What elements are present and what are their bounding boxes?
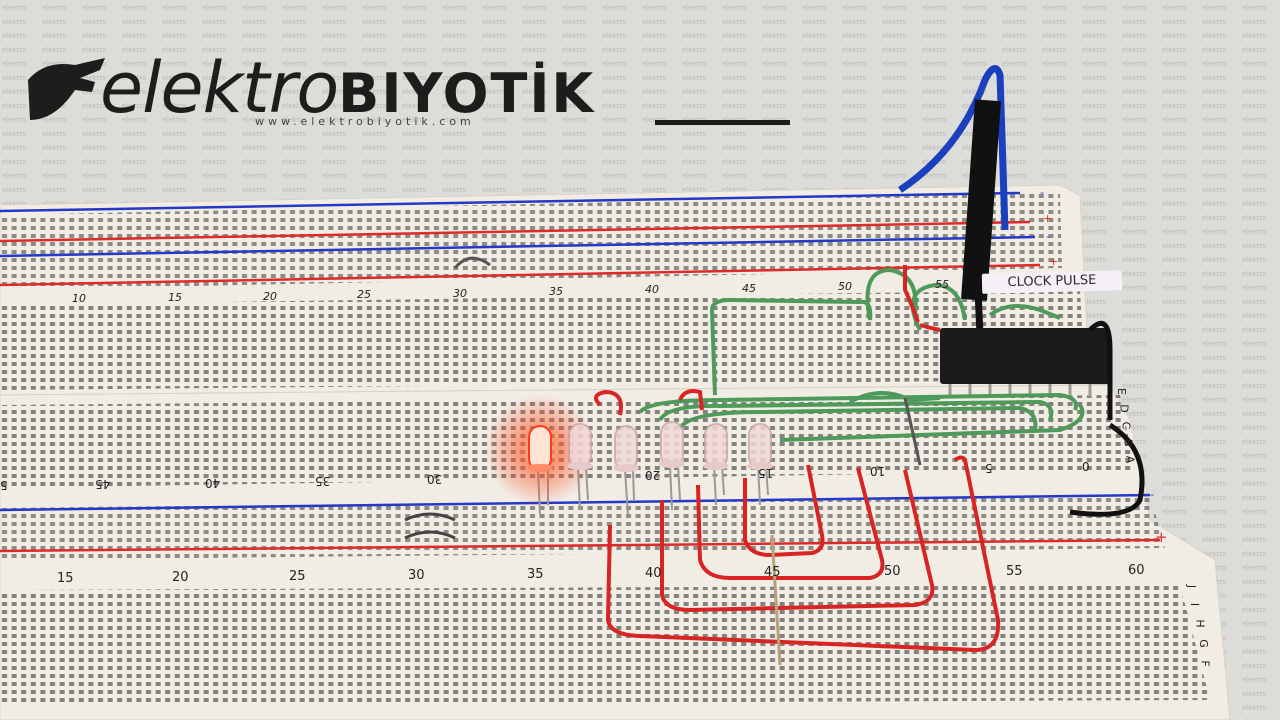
clock-pulse-label: CLOCK PULSE (981, 270, 1123, 294)
jumper-bottom-30b (404, 530, 456, 540)
mid-col-num: 30 (427, 472, 443, 486)
row-letter: B (1121, 438, 1135, 447)
jumper-bottom-30a (404, 512, 456, 522)
logo-text-bold: BIYOTİK (338, 62, 596, 125)
probe-tip (974, 289, 984, 336)
top-col-num: 20 (263, 290, 277, 303)
mid-col-num: 0 (1082, 459, 1090, 473)
bottom-col-num: 25 (289, 569, 306, 584)
top-col-num: 15 (168, 291, 182, 304)
resistor-lead-2 (903, 397, 922, 466)
green-wires (638, 267, 1085, 442)
mid-col-num: 35 (315, 474, 331, 488)
blue-probe-wire (898, 65, 1009, 231)
top-col-num: 10 (72, 292, 86, 305)
bottom-col-num: 60 (1128, 563, 1145, 578)
bottom-col-num: 35 (527, 567, 544, 582)
row-letter: I (1188, 602, 1202, 607)
logo-underline (655, 120, 790, 125)
led-rim (703, 462, 729, 470)
logo-text: elektroBIYOTİK (100, 52, 595, 130)
top-col-num: 35 (549, 285, 563, 298)
top-col-num: 50 (838, 280, 852, 293)
top-col-num: 40 (645, 283, 659, 296)
lower-terminal-holes-bottom (0, 585, 1210, 705)
rail-symbol: + (1155, 528, 1168, 546)
led-rim (659, 460, 685, 468)
logo-text-light: elektro (100, 47, 339, 129)
top-col-num: 30 (453, 287, 467, 300)
mid-col-num: 10 (870, 464, 886, 478)
bottom-rail-blue-line (0, 493, 1151, 512)
row-letter: H (1193, 619, 1207, 628)
led-5 (703, 423, 729, 470)
row-letter: J (1185, 584, 1199, 589)
led-2 (567, 423, 593, 470)
led-rim (747, 462, 773, 470)
rail-symbol: + (1043, 212, 1053, 225)
top-rail-red-line-2 (0, 263, 1041, 287)
rail-symbol: - (1150, 488, 1154, 501)
row-letter: G (1196, 639, 1210, 648)
row-letter: F (1198, 660, 1212, 667)
rail-symbol: + (1049, 255, 1059, 268)
bottom-col-num: 55 (1006, 564, 1023, 579)
row-letter: A (1123, 455, 1137, 464)
resistor-lead (770, 534, 782, 666)
bottom-col-num: 30 (408, 568, 425, 583)
led-body (660, 421, 684, 467)
logo-url: www.elektrobiyotik.com (255, 115, 475, 128)
top-rail-blue-line-2 (0, 235, 1036, 258)
bottom-col-num: 45 (764, 565, 781, 580)
top-col-num: 55 (935, 278, 949, 291)
mid-col-num: 20 (645, 468, 661, 482)
mid-col-num: 40 (205, 476, 221, 490)
upper-terminal-holes (0, 290, 1085, 390)
plug-icon (28, 58, 105, 120)
bottom-col-num: 20 (172, 570, 189, 585)
mid-col-num: 5 (0, 478, 8, 492)
bottom-col-num: 40 (645, 566, 662, 581)
row-letter: D (1117, 404, 1131, 413)
top-col-num: 45 (742, 282, 756, 295)
rail-symbol: - (1046, 230, 1050, 243)
ic-chip (940, 328, 1110, 384)
led-body (614, 425, 638, 471)
mid-col-num: 15 (758, 466, 774, 480)
led-6 (747, 423, 773, 470)
red-wires (594, 265, 1001, 653)
elektrobiyotik-logo (20, 50, 820, 140)
mid-col-num: 45 (95, 477, 111, 491)
led-body (748, 423, 772, 469)
row-letter: E (1114, 388, 1128, 395)
led-1 (485, 395, 595, 505)
clock-probe (961, 99, 1001, 301)
led-body (704, 423, 728, 469)
rail-symbol: - (1040, 186, 1044, 199)
top-rail-red-line-1 (0, 220, 1031, 243)
led-body (528, 425, 552, 471)
top-col-num: 25 (357, 288, 371, 301)
black-wire-ground (1069, 422, 1145, 517)
black-wire-vcc (1088, 320, 1113, 420)
bottom-rail-red-line (0, 538, 1161, 553)
upper-rail-holes (0, 193, 1062, 290)
jumper-top-30 (453, 256, 491, 270)
mid-col-num: 5 (985, 461, 993, 475)
led-rim (613, 464, 639, 472)
led-3 (613, 425, 639, 472)
row-letter: C (1119, 421, 1133, 430)
led-4 (659, 421, 685, 468)
top-rail-blue-line-1 (0, 191, 1021, 213)
led-rim (527, 464, 553, 472)
led-rim (567, 462, 593, 470)
led-body (568, 423, 592, 469)
bottom-col-num: 15 (57, 571, 74, 586)
bottom-col-num: 50 (884, 564, 901, 579)
